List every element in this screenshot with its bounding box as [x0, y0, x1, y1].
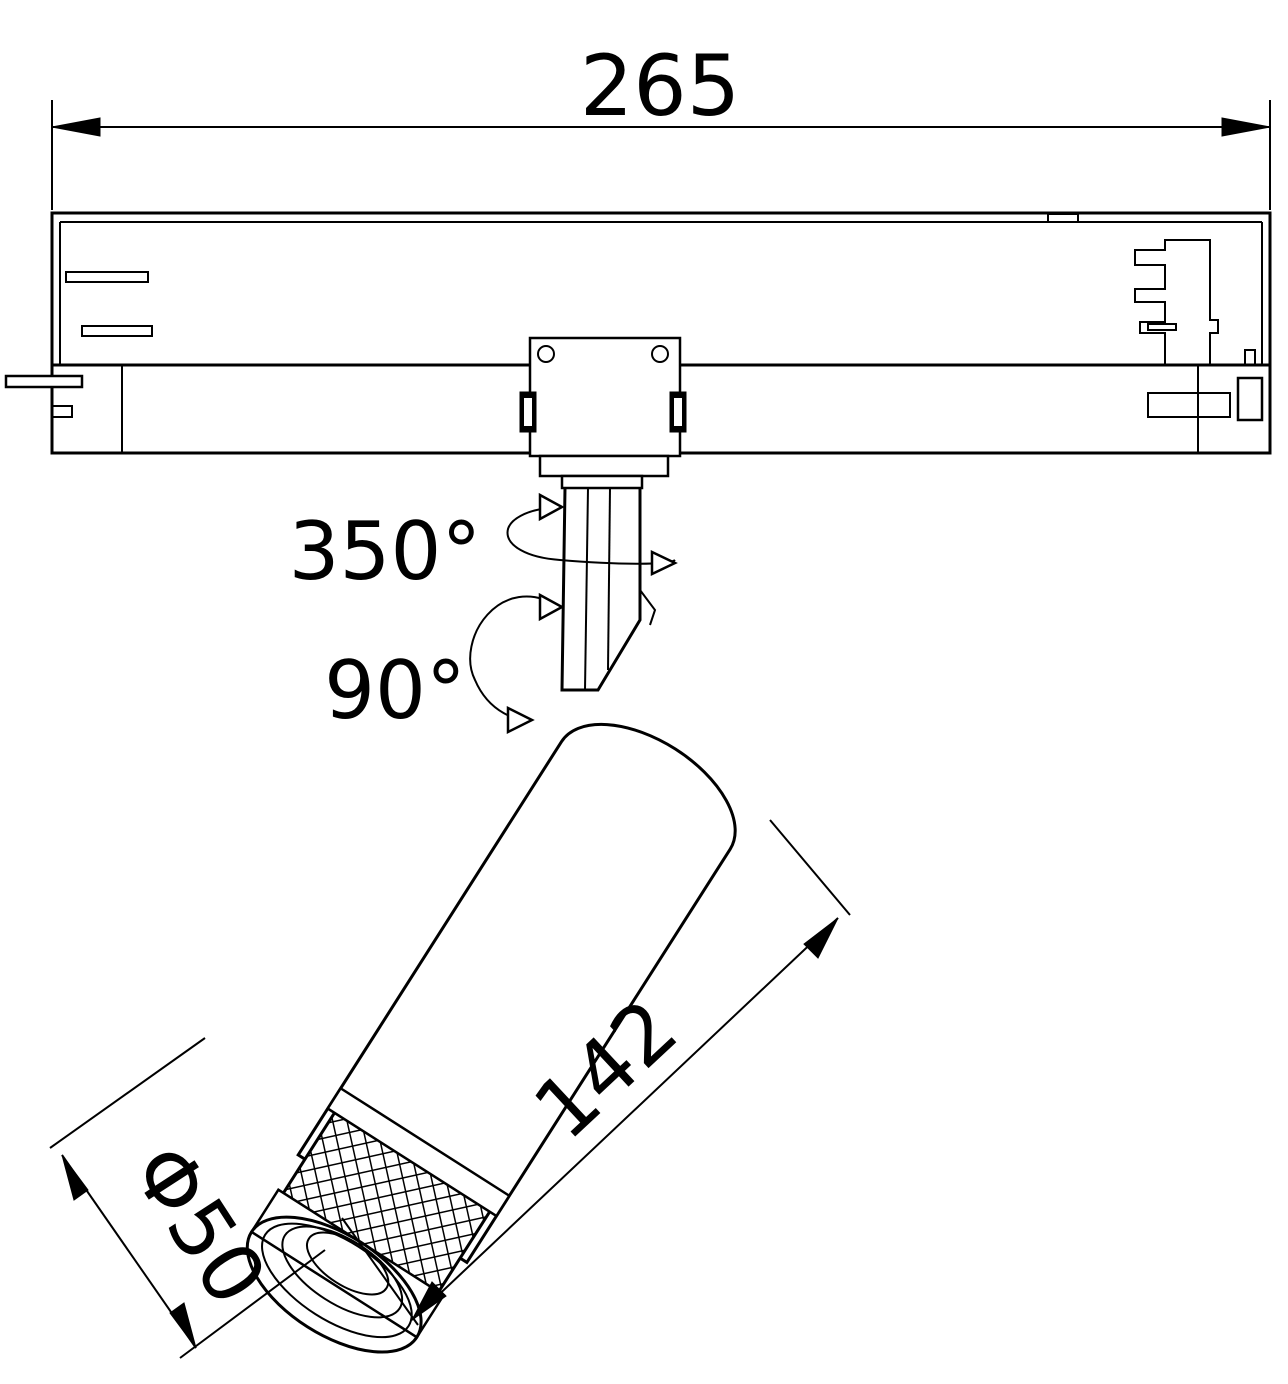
arrow-up-icon — [61, 1154, 89, 1201]
rotation-arrow-icon — [538, 492, 565, 522]
cylinder-body — [296, 722, 737, 1265]
rotation-annotations: 350° 90° — [289, 492, 678, 737]
arrow-up-icon — [803, 917, 839, 959]
horizontal-rotation-label: 350° — [289, 505, 482, 598]
arm — [560, 487, 657, 692]
track-adapter — [4, 211, 1272, 455]
center-mount — [519, 336, 687, 490]
dimension-line — [411, 917, 839, 1321]
lens — [306, 1231, 390, 1296]
front-bezel — [245, 1215, 423, 1354]
tilt-arrow-icon — [538, 592, 565, 622]
length-dimension: 265 — [51, 37, 1271, 210]
connector-pin — [4, 374, 84, 389]
extension-line — [769, 819, 851, 916]
track-length-label: 265 — [580, 37, 740, 135]
extension-line — [341, 1217, 419, 1326]
vertical-rotation-label: 90° — [324, 644, 466, 737]
arrow-down-icon — [169, 1302, 197, 1349]
rotation-arrow-icon — [650, 550, 678, 576]
arrow-left-icon — [51, 117, 101, 137]
arrow-right-icon — [1221, 117, 1271, 137]
spot-head — [245, 722, 737, 1354]
extension-line — [179, 1249, 326, 1359]
arrow-down-icon — [411, 1281, 447, 1321]
extension-line — [49, 1037, 206, 1149]
head-length-label: 142 — [517, 982, 696, 1158]
tilt-arrow-icon — [506, 705, 535, 735]
mount-block — [528, 336, 682, 458]
